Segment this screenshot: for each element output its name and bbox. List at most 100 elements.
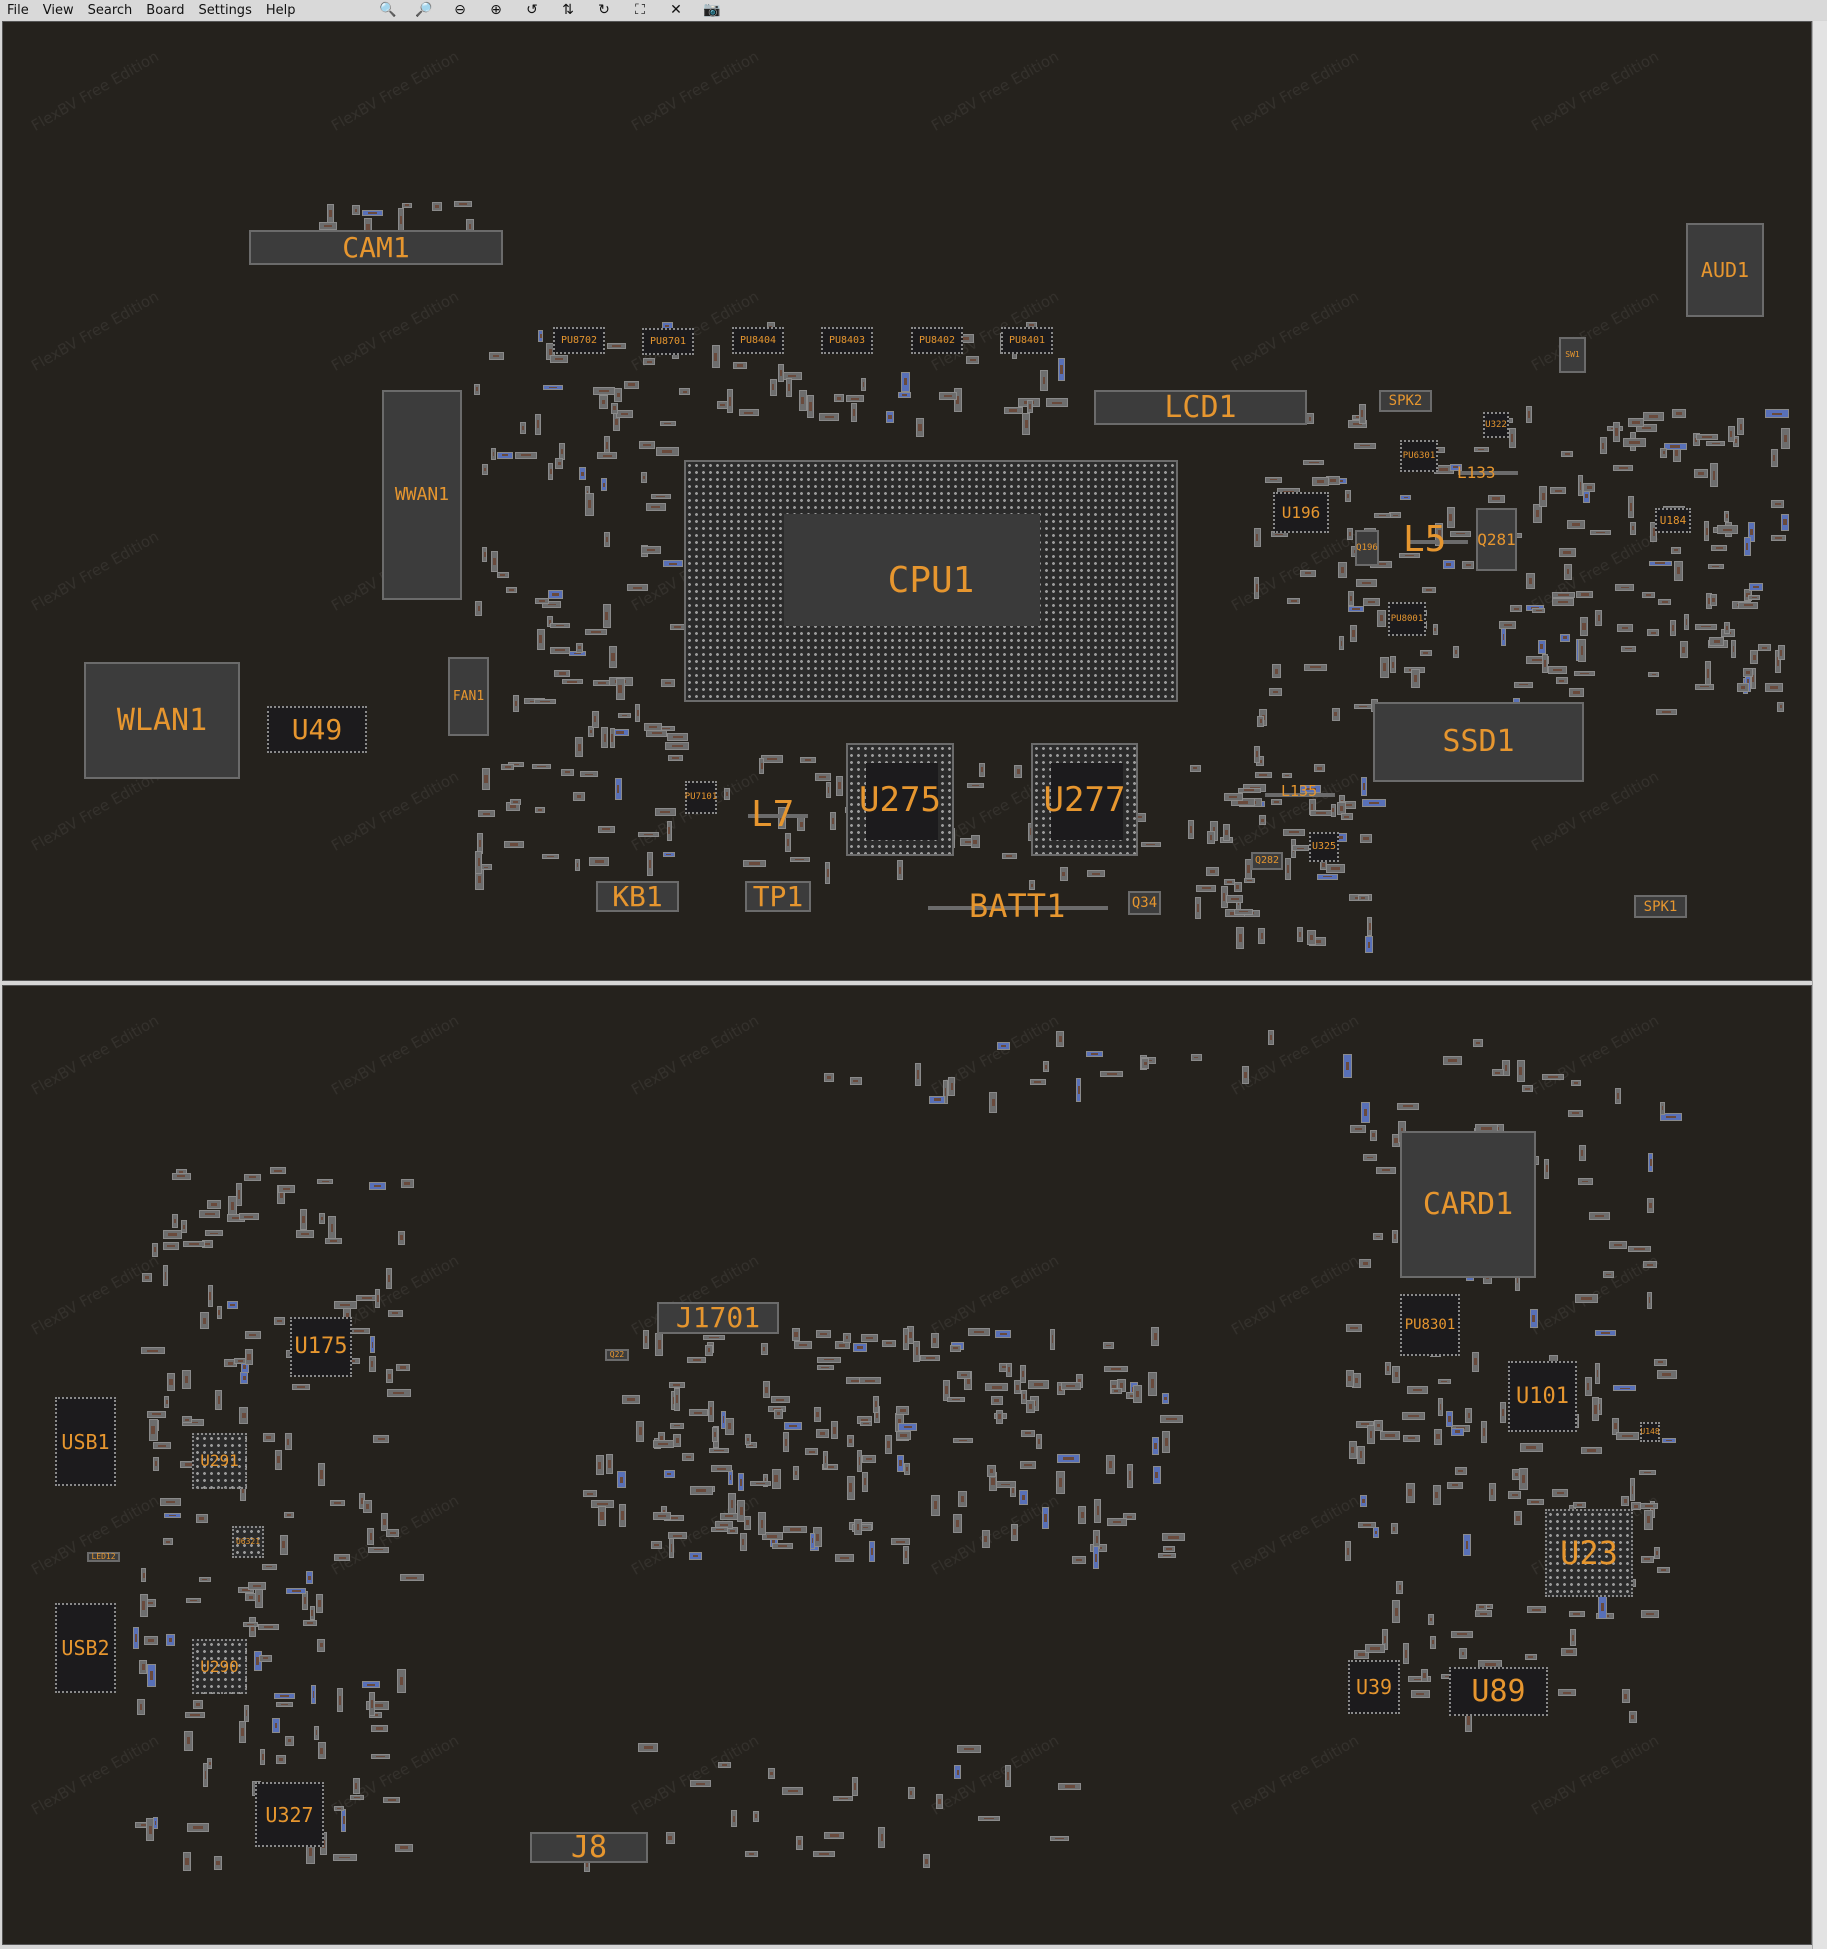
smd-part[interactable] <box>274 1449 282 1470</box>
component-j1701[interactable]: J1701 <box>657 1302 779 1334</box>
smd-part[interactable] <box>1500 627 1507 646</box>
smd-part[interactable] <box>238 1720 247 1744</box>
smd-part[interactable] <box>162 1230 182 1239</box>
smd-part[interactable] <box>655 1332 664 1356</box>
smd-part[interactable] <box>1018 1489 1028 1505</box>
smd-part[interactable] <box>679 388 691 395</box>
smd-part[interactable] <box>588 726 594 737</box>
smd-part[interactable] <box>1162 1392 1169 1404</box>
smd-part[interactable] <box>481 767 491 790</box>
smd-part[interactable] <box>728 1493 736 1515</box>
smd-part[interactable] <box>243 1173 261 1182</box>
smd-part[interactable] <box>641 545 661 554</box>
smd-part[interactable] <box>1374 512 1392 519</box>
smd-part[interactable] <box>1450 530 1472 537</box>
smd-part[interactable] <box>1005 1764 1011 1788</box>
component-u89[interactable]: U89 <box>1449 1667 1548 1716</box>
smd-part[interactable] <box>1338 636 1345 651</box>
smd-part[interactable] <box>1674 560 1683 581</box>
smd-part[interactable] <box>1380 656 1390 678</box>
smd-part[interactable] <box>1508 428 1516 448</box>
component-u23[interactable]: U23 <box>1545 1509 1633 1597</box>
smd-part[interactable] <box>164 1512 181 1519</box>
smd-part[interactable] <box>1777 701 1785 712</box>
smd-part[interactable] <box>535 413 542 435</box>
smd-part[interactable] <box>1428 1614 1434 1625</box>
smd-part[interactable] <box>575 737 584 758</box>
smd-part[interactable] <box>352 1777 360 1795</box>
smd-part[interactable] <box>1584 1377 1592 1396</box>
smd-part[interactable] <box>750 1480 772 1487</box>
component-card1[interactable]: CARD1 <box>1400 1131 1536 1278</box>
component-ssd1[interactable]: SSD1 <box>1373 702 1584 782</box>
smd-part[interactable] <box>797 817 806 832</box>
smd-part[interactable] <box>166 1373 176 1392</box>
smd-part[interactable] <box>278 1184 295 1193</box>
smd-part[interactable] <box>737 1499 745 1522</box>
smd-part[interactable] <box>561 768 574 776</box>
smd-part[interactable] <box>1657 1566 1670 1573</box>
component-pu8301[interactable]: PU8301 <box>1400 1294 1460 1356</box>
smd-part[interactable] <box>687 1356 707 1364</box>
smd-part[interactable] <box>1420 1669 1429 1683</box>
smd-part[interactable] <box>605 1454 614 1475</box>
smd-part[interactable] <box>1338 562 1347 578</box>
smd-part[interactable] <box>978 762 986 777</box>
smd-part[interactable] <box>636 1420 645 1442</box>
smd-part[interactable] <box>1162 1545 1176 1552</box>
smd-part[interactable] <box>670 1422 684 1429</box>
smd-part[interactable] <box>1437 1397 1443 1417</box>
smd-part[interactable] <box>804 1448 819 1456</box>
smd-part[interactable] <box>1270 799 1282 806</box>
smd-part[interactable] <box>1093 1546 1099 1570</box>
smd-part[interactable] <box>1003 406 1023 415</box>
smd-part[interactable] <box>815 1429 830 1439</box>
smd-part[interactable] <box>1291 845 1310 852</box>
smd-part[interactable] <box>1709 593 1718 606</box>
component-usb1[interactable]: USB1 <box>55 1397 116 1486</box>
smd-part[interactable] <box>783 1422 802 1431</box>
smd-part[interactable] <box>936 1793 943 1810</box>
smd-part[interactable] <box>1367 1425 1375 1445</box>
smd-part[interactable] <box>669 1537 675 1559</box>
smd-part[interactable] <box>591 710 599 728</box>
smd-part[interactable] <box>182 1851 192 1872</box>
smd-part[interactable] <box>1357 1445 1365 1464</box>
smd-part[interactable] <box>1010 1523 1019 1541</box>
smd-part[interactable] <box>1442 560 1455 570</box>
smd-part[interactable] <box>923 1854 930 1869</box>
smd-part[interactable] <box>953 388 962 412</box>
smd-part[interactable] <box>850 403 857 422</box>
smd-part[interactable] <box>1356 578 1378 588</box>
smd-part[interactable] <box>1254 746 1260 763</box>
smd-part[interactable] <box>1559 633 1570 642</box>
plus-circle-icon[interactable]: ⊕ <box>490 2 502 18</box>
smd-part[interactable] <box>318 1213 325 1224</box>
smd-part[interactable] <box>207 1285 213 1307</box>
smd-part[interactable] <box>1372 1233 1383 1240</box>
smd-part[interactable] <box>454 201 473 208</box>
zoom-out-icon[interactable]: 🔍 <box>379 2 397 18</box>
smd-part[interactable] <box>1612 422 1620 442</box>
smd-part[interactable] <box>296 1230 315 1239</box>
smd-part[interactable] <box>744 1515 751 1531</box>
smd-part[interactable] <box>653 1511 672 1520</box>
smd-part[interactable] <box>823 1831 845 1840</box>
component-l133[interactable]: L133 <box>1457 463 1496 482</box>
smd-part[interactable] <box>473 383 480 395</box>
smd-part[interactable] <box>1527 1606 1546 1614</box>
smd-part[interactable] <box>286 1587 307 1595</box>
smd-part[interactable] <box>1443 1056 1463 1065</box>
component-pu8001[interactable]: PU8001 <box>1388 602 1426 636</box>
smd-part[interactable] <box>1405 1483 1415 1503</box>
smd-part[interactable] <box>328 1216 336 1240</box>
smd-part[interactable] <box>1526 1499 1545 1505</box>
smd-part[interactable] <box>1445 1411 1453 1428</box>
smd-part[interactable] <box>1026 1399 1035 1414</box>
smd-part[interactable] <box>1475 1610 1493 1617</box>
smd-part[interactable] <box>816 1365 834 1371</box>
smd-part[interactable] <box>1233 881 1243 893</box>
smd-part[interactable] <box>817 1356 841 1363</box>
smd-part[interactable] <box>369 1692 375 1716</box>
smd-part[interactable] <box>1564 563 1572 580</box>
